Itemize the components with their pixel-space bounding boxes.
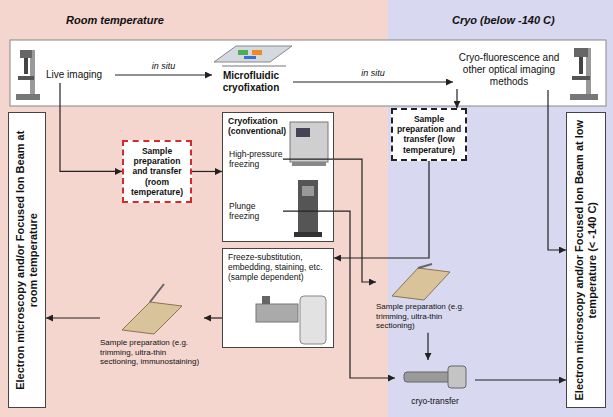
- microscope-icon: [16, 50, 40, 100]
- node-text: Freeze-substitution, embedding, staining…: [228, 252, 328, 283]
- method-box: Cryofixation (conventional) High-pressure…: [222, 112, 334, 242]
- machine-body: [290, 122, 328, 162]
- microscope-stage: [18, 76, 34, 80]
- microtome-head: [262, 296, 270, 304]
- blade: [150, 284, 164, 302]
- node-text: cryo-transfer: [395, 396, 475, 406]
- transfer-box: Sample preparation and transfer (low tem…: [391, 108, 467, 161]
- flow-arrow: [475, 379, 566, 380]
- chip-body: [214, 46, 292, 62]
- flow-arrow: [192, 171, 222, 172]
- step-node: cryo-transfer: [395, 360, 475, 406]
- block: [122, 302, 182, 334]
- region-heading: Cryo (below -140 C): [452, 14, 555, 26]
- flow-arrow: [334, 161, 429, 258]
- instrument-box: Electron microscopy and/or Focused Ion B…: [566, 112, 606, 408]
- machine-body: [298, 180, 318, 236]
- flow-arrow: [548, 90, 566, 250]
- microscope-objective: [579, 57, 583, 74]
- machine-window: [302, 186, 314, 196]
- machine-display: [296, 128, 310, 137]
- flow-arrow: [60, 83, 122, 171]
- microscope-objective: [24, 58, 28, 74]
- box-ground: [222, 248, 334, 348]
- dewar: [300, 296, 326, 344]
- method-label: High-pressure freezing: [229, 149, 283, 169]
- flow-arrow: [283, 211, 395, 378]
- chip-channel: [244, 56, 256, 59]
- text-node: Live imaging: [46, 69, 112, 81]
- edge-label: in situ: [361, 68, 385, 78]
- text-node: Microfluidic cryofixation: [212, 70, 290, 94]
- step-node: Sample preparation (e.g. trimming, ultra…: [100, 296, 204, 367]
- chip-channel: [252, 50, 262, 55]
- node-text: High-pressure freezing: [229, 149, 283, 169]
- transfer-housing: [448, 366, 466, 388]
- flow-arrow: [456, 89, 457, 108]
- node-text: Plunge freezing: [229, 201, 283, 221]
- microscope-head: [20, 50, 32, 58]
- method-box: Freeze-substitution, embedding, staining…: [222, 248, 334, 348]
- block: [392, 268, 450, 300]
- freeze-substitution-unit: [256, 296, 326, 344]
- machine-base: [294, 232, 322, 237]
- node-text: Cryo-fluorescence and other optical imag…: [455, 52, 563, 88]
- machine-base: [292, 162, 326, 166]
- instrument-box: Electron microscopy and/or Focused Ion B…: [8, 112, 46, 408]
- in-situ-band: [10, 40, 606, 106]
- node-text: Electron microscopy and/or Focused Ion B…: [14, 118, 40, 402]
- microfluidic-chip: [214, 46, 292, 66]
- chip-channel: [238, 50, 248, 55]
- flow-arrow: [115, 74, 212, 75]
- transfer-box: Sample preparation and transfer (room te…: [122, 140, 192, 203]
- box-ground: [222, 112, 334, 242]
- chip-wire: [222, 66, 286, 67]
- blade: [418, 264, 432, 268]
- sample-block: [122, 284, 182, 334]
- sample-block: [392, 264, 450, 300]
- microscope-icon: [570, 48, 598, 100]
- plunge-freezer: [294, 180, 322, 237]
- flow-arrow: [204, 317, 222, 318]
- microscope-head: [574, 48, 588, 57]
- text-node: Cryo-fluorescence and other optical imag…: [455, 52, 563, 88]
- microscope-base: [570, 94, 598, 100]
- cryo-transfer-device: [404, 366, 466, 388]
- method-label: Plunge freezing: [229, 201, 283, 221]
- flow-arrow: [427, 333, 428, 360]
- microscope-stage: [572, 76, 590, 80]
- microtome: [256, 304, 298, 322]
- node-text: Sample preparation (e.g. trimming, ultra…: [100, 338, 204, 367]
- node-text: Sample preparation and transfer (low tem…: [396, 114, 462, 155]
- node-text: Electron microscopy and/or Focused Ion B…: [573, 118, 599, 402]
- microscope-base: [16, 94, 40, 100]
- region-heading: Room temperature: [66, 14, 164, 26]
- node-text: Sample preparation and transfer (room te…: [127, 146, 187, 197]
- node-text: Sample preparation (e.g. trimming, ultra…: [376, 302, 480, 331]
- node-text: Microfluidic cryofixation: [212, 70, 290, 94]
- step-node: Sample preparation (e.g. trimming, ultra…: [376, 262, 480, 331]
- node-text: Live imaging: [46, 69, 112, 81]
- flow-arrow: [293, 81, 453, 82]
- flow-arrow: [46, 317, 100, 318]
- edge-label: in situ: [152, 61, 176, 71]
- node-text: Cryofixation (conventional): [228, 116, 328, 136]
